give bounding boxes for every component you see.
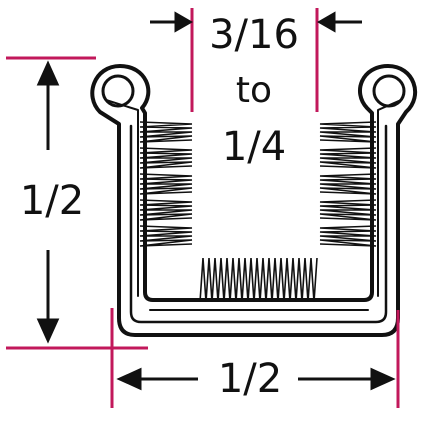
height-arrowhead-bottom [36,318,60,344]
trim-outer-outline [90,64,417,337]
left-fin-row-4 [139,199,193,221]
height-label: 1/2 [20,178,84,224]
right-fin-row-5 [319,225,377,247]
right-fin-row-4 [319,199,377,221]
right-fin-row-2 [319,147,377,169]
right-fin-row-3 [319,173,377,195]
trim-profile [90,64,417,337]
height-arrowhead-top [36,60,60,86]
left-fin-row-5 [139,225,193,247]
left-wire-core [105,99,139,297]
top-left-arrowhead [174,11,194,33]
bottom-width-label: 1/2 [218,356,282,402]
gripping-fins [139,121,377,303]
left-fin-row-1 [139,121,193,143]
left-fin-row-2 [139,147,193,169]
left-fin-row-3 [139,173,193,195]
top-width-label-line3: 1/4 [222,124,286,170]
trim-inner-liner [129,124,388,324]
bottom-fin-row [199,257,318,303]
left-bead-curl [101,74,135,108]
right-fin-row-1 [319,121,377,143]
dimension-lines [6,8,400,408]
top-right-arrowhead [316,11,336,33]
bottom-arrowhead-right [370,367,396,391]
dimension-arrows [36,11,396,391]
bottom-arrowhead-left [116,367,142,391]
top-width-label-line1: 3/16 [209,12,299,58]
top-width-label-line2: to [236,70,272,111]
right-wire-core [377,99,402,297]
